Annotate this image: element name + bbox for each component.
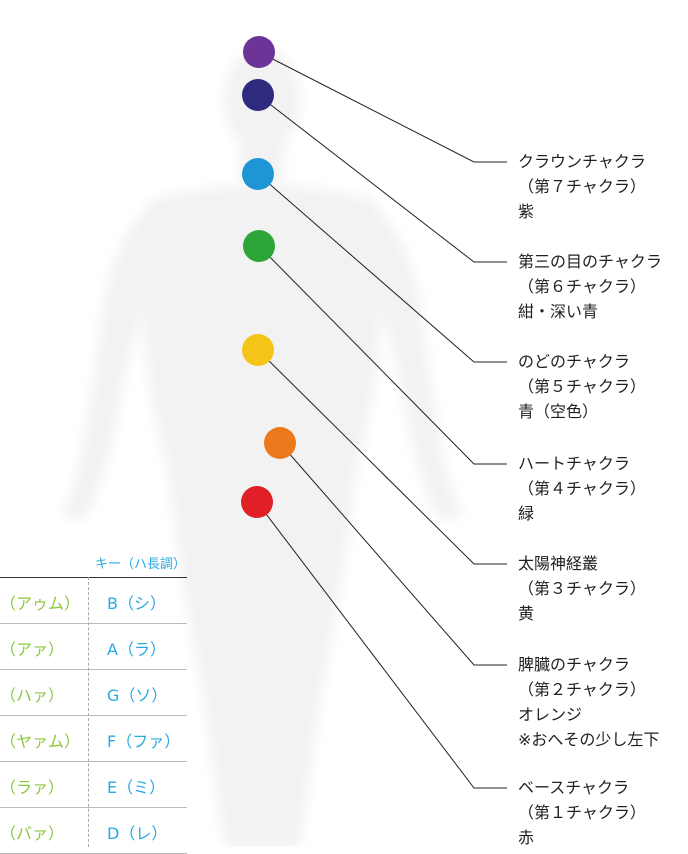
chakra-color: 黄 <box>518 604 535 623</box>
chakra-name: 脾臓のチャクラ <box>518 655 630 674</box>
table-row: （バァ） D（レ） <box>0 808 187 854</box>
key-cell: E（ミ） <box>107 778 166 797</box>
key-cell: F（ファ） <box>107 732 181 751</box>
chakra-color: 青（空色） <box>518 402 599 421</box>
label-throat: のどのチャクラ （第５チャクラ） 青（空色） <box>518 349 646 424</box>
sound-cell: （ハァ） <box>0 686 65 705</box>
chakra-number: （第２チャクラ） <box>518 680 646 699</box>
chakra-number: （第１チャクラ） <box>518 803 646 822</box>
label-root: ベースチャクラ （第１チャクラ） 赤 <box>518 775 646 850</box>
chakra-number: （第７チャクラ） <box>518 177 646 196</box>
table-row: （ヤァム） F（ファ） <box>0 716 187 762</box>
key-cell: G（ソ） <box>107 686 168 705</box>
label-third-eye: 第三の目のチャクラ （第６チャクラ） 紺・深い青 <box>518 249 662 324</box>
sound-cell: （ヤァム） <box>0 732 81 751</box>
sound-key-table: （アゥム） B（シ） （アァ） A（ラ） （ハァ） G（ソ） （ヤァム） F（フ… <box>0 577 187 854</box>
chakra-color: オレンジ <box>518 705 583 724</box>
table-row: （アゥム） B（シ） <box>0 578 187 624</box>
leader-line-root <box>256 501 507 789</box>
chakra-color: 赤 <box>518 828 535 847</box>
table-row: （ハァ） G（ソ） <box>0 670 187 716</box>
leader-line-throat <box>257 173 507 363</box>
chakra-color: 緑 <box>518 504 535 523</box>
chakra-dot-solar-plexus <box>242 334 274 366</box>
sound-cell: （ラァ） <box>0 778 65 797</box>
key-cell: B（シ） <box>107 594 166 613</box>
chakra-number: （第５チャクラ） <box>518 377 646 396</box>
table-divider <box>88 577 89 847</box>
leader-lines <box>256 51 507 789</box>
chakra-dot-third-eye <box>242 79 274 111</box>
chakra-dot-root <box>241 486 273 518</box>
table-row: （アァ） A（ラ） <box>0 624 187 670</box>
label-solar-plexus: 太陽神経叢 （第３チャクラ） 黄 <box>518 551 646 626</box>
chakra-name: ベースチャクラ <box>518 778 630 797</box>
chakra-color: 紺・深い青 <box>518 302 599 321</box>
leader-line-third-eye <box>257 94 507 263</box>
chakra-name: のどのチャクラ <box>518 352 630 371</box>
chakra-name: クラウンチャクラ <box>518 152 646 171</box>
chakra-name: 太陽神経叢 <box>518 554 599 573</box>
chakra-dots <box>241 36 296 518</box>
chakra-dot-heart <box>243 230 275 262</box>
leader-line-heart <box>258 245 507 465</box>
leader-line-sacral <box>279 442 507 666</box>
label-crown: クラウンチャクラ （第７チャクラ） 紫 <box>518 149 646 224</box>
table-row: （ラァ） E（ミ） <box>0 762 187 808</box>
chakra-dot-throat <box>242 158 274 190</box>
chakra-number: （第４チャクラ） <box>518 479 646 498</box>
chakra-number: （第３チャクラ） <box>518 579 646 598</box>
key-cell: D（レ） <box>107 824 168 843</box>
leader-line-crown <box>258 51 507 163</box>
chakra-note: ※おへその少し左下 <box>518 730 660 749</box>
chakra-color: 紫 <box>518 202 535 221</box>
sound-cell: （アァ） <box>0 640 65 659</box>
label-heart: ハートチャクラ （第４チャクラ） 緑 <box>518 451 646 526</box>
chakra-dot-sacral <box>264 427 296 459</box>
chakra-dot-crown <box>243 36 275 68</box>
leader-line-solar-plexus <box>257 349 507 565</box>
key-header: キー（ハ長調） <box>95 557 187 572</box>
sound-cell: （アゥム） <box>0 594 81 613</box>
chakra-name: 第三の目のチャクラ <box>518 252 662 271</box>
chakra-name: ハートチャクラ <box>518 454 630 473</box>
sound-cell: （バァ） <box>0 824 65 843</box>
label-sacral: 脾臓のチャクラ （第２チャクラ） オレンジ ※おへその少し左下 <box>518 652 659 752</box>
key-cell: A（ラ） <box>107 640 166 659</box>
chakra-number: （第６チャクラ） <box>518 277 646 296</box>
